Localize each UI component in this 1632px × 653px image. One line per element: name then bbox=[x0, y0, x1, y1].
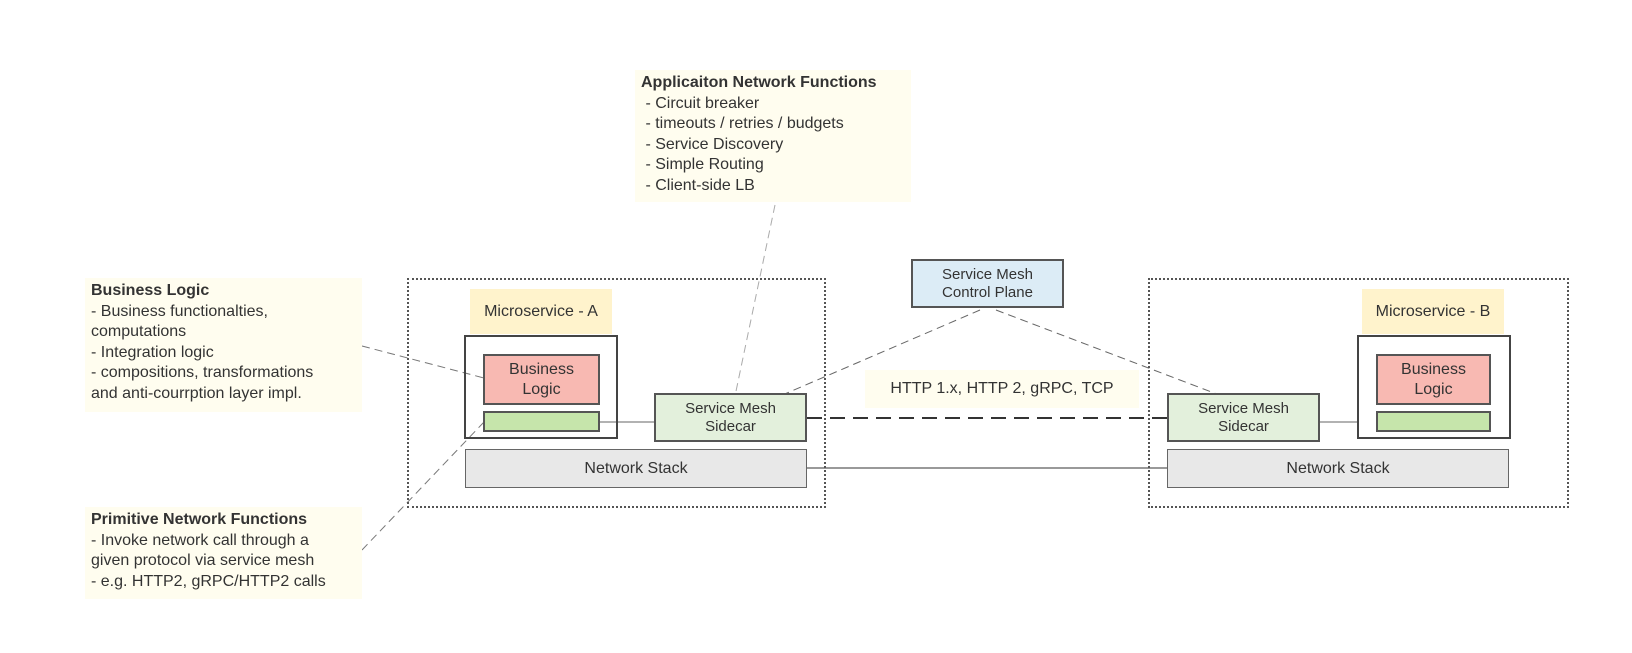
app-network-note-title: Applicaiton Network Functions bbox=[641, 74, 877, 91]
primitive-network-note-line: given protocol via service mesh bbox=[91, 552, 315, 569]
protocol-label: HTTP 1.x, HTTP 2, gRPC, TCP bbox=[865, 370, 1139, 408]
business-logic-note-line: and anti-courrption layer impl. bbox=[91, 384, 302, 402]
app-network-note-line: - timeouts / retries / budgets bbox=[641, 115, 844, 132]
control-plane-line: Control Plane bbox=[942, 283, 1033, 301]
business-logic-note-line: - Integration logic bbox=[91, 343, 214, 361]
sidecar-b-line: Sidecar bbox=[1218, 417, 1269, 435]
business-logic-a: Business Logic bbox=[483, 354, 600, 405]
control-plane: Service Mesh Control Plane bbox=[911, 259, 1064, 308]
network-stack-a: Network Stack bbox=[465, 449, 807, 488]
network-library-b bbox=[1376, 411, 1491, 432]
app-network-note-line: - Circuit breaker bbox=[641, 94, 760, 112]
app-network-note: Applicaiton Network Functions - Circuit … bbox=[635, 70, 911, 202]
sidecar-a: Service Mesh Sidecar bbox=[654, 393, 807, 442]
callout-line-app-network bbox=[734, 204, 776, 397]
microservice-a-zone bbox=[407, 278, 826, 508]
callout-line-business-logic bbox=[361, 345, 485, 379]
control-plane-line: Service Mesh bbox=[942, 265, 1033, 283]
business-logic-b-line: Logic bbox=[1414, 380, 1453, 398]
network-stack-b: Network Stack bbox=[1167, 449, 1509, 488]
app-network-note-line: - Simple Routing bbox=[641, 156, 764, 173]
business-logic-a-line: Logic bbox=[522, 380, 561, 398]
network-library-a bbox=[483, 411, 600, 432]
app-network-note-line: - Service Discovery bbox=[641, 135, 784, 153]
microservice-a-container bbox=[464, 335, 618, 439]
primitive-network-note-line: - Invoke network call through a bbox=[91, 531, 309, 549]
control-plane-link-a bbox=[779, 309, 981, 397]
callout-line-primitive-network bbox=[361, 421, 485, 551]
app-network-note-line: - Client-side LB bbox=[641, 176, 755, 194]
business-logic-note-line: - compositions, transformations bbox=[91, 364, 314, 381]
primitive-network-note-title: Primitive Network Functions bbox=[91, 511, 308, 528]
sidecar-a-line: Service Mesh bbox=[685, 399, 776, 417]
microservice-b-label: Microservice - B bbox=[1362, 289, 1504, 334]
business-logic-note: Business Logic - Business functionalties… bbox=[85, 278, 362, 412]
control-plane-link-b bbox=[995, 309, 1223, 397]
business-logic-a-line: Business bbox=[509, 360, 574, 378]
primitive-network-note-line: - e.g. HTTP2, gRPC/HTTP2 calls bbox=[91, 572, 326, 590]
sidecar-b-line: Service Mesh bbox=[1198, 399, 1289, 417]
sidecar-b: Service Mesh Sidecar bbox=[1167, 393, 1320, 442]
business-logic-note-line: computations bbox=[91, 323, 187, 340]
sidecar-a-line: Sidecar bbox=[705, 417, 756, 435]
primitive-network-note: Primitive Network Functions - Invoke net… bbox=[85, 507, 362, 599]
business-logic-note-line: - Business functionalties, bbox=[91, 302, 268, 320]
microservice-b-container bbox=[1357, 335, 1511, 439]
business-logic-b-line: Business bbox=[1401, 360, 1466, 378]
business-logic-note-title: Business Logic bbox=[91, 282, 210, 299]
microservice-a-label: Microservice - A bbox=[470, 289, 612, 334]
microservice-b-zone bbox=[1148, 278, 1569, 508]
business-logic-b: Business Logic bbox=[1376, 354, 1491, 405]
